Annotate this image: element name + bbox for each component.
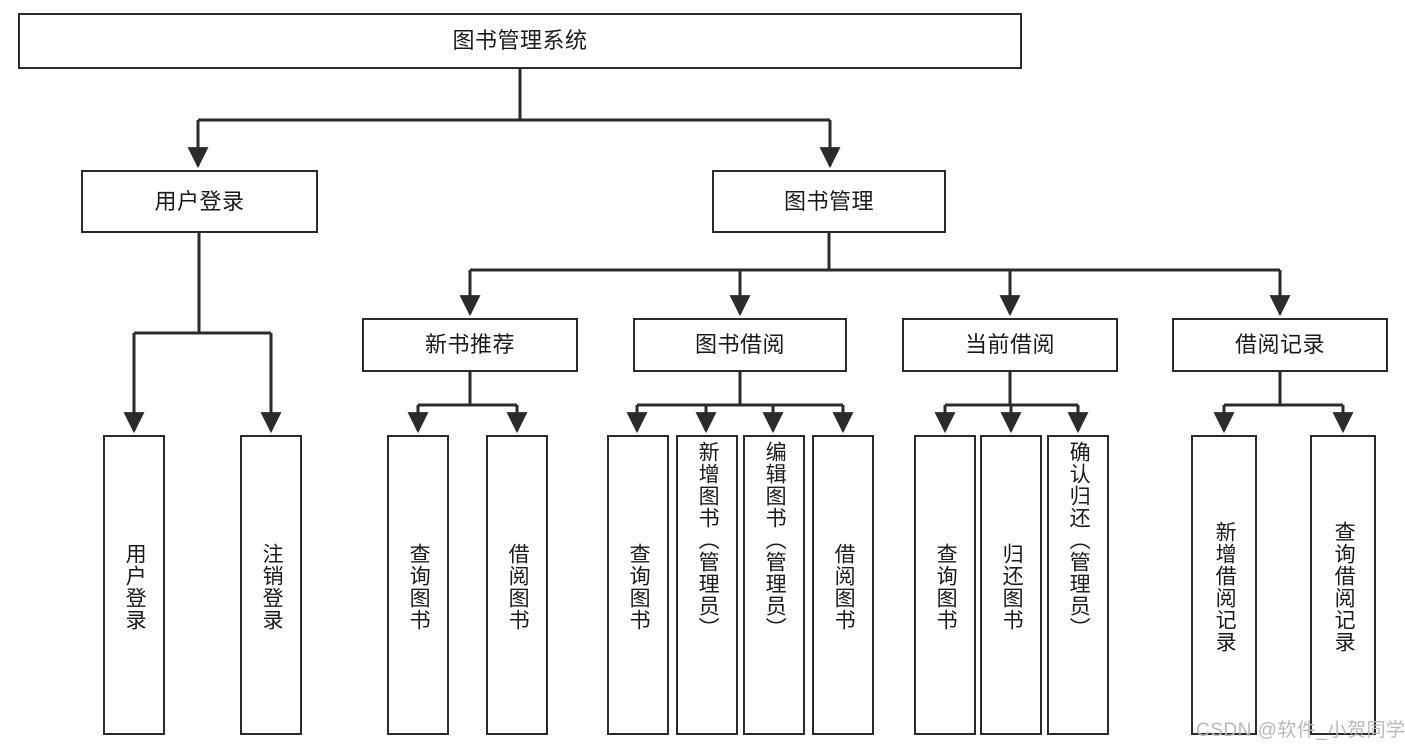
node-leaf-confirm-return-admin[interactable]: 确认归还（管理员） [1047,435,1109,735]
node-user-login[interactable]: 用户登录 [81,170,318,233]
node-leaf-borrow-book-2[interactable]: 借阅图书 [812,435,874,735]
node-borrow-record[interactable]: 借阅记录 [1172,318,1388,372]
node-user-login-label: 用户登录 [154,188,245,214]
node-leaf-logout-label: 注销登录 [260,543,284,631]
node-leaf-return-book-label: 归还图书 [1000,543,1024,631]
node-new-book-recommend-label: 新书推荐 [424,332,515,358]
node-leaf-query-borrow-record[interactable]: 查询借阅记录 [1310,435,1376,735]
node-book-management[interactable]: 图书管理 [712,170,946,233]
node-leaf-add-book-admin[interactable]: 新增图书（管理员） [676,435,738,735]
node-leaf-query-book-1-label: 查询图书 [407,543,431,631]
node-leaf-user-login[interactable]: 用户登录 [103,435,165,735]
node-leaf-borrow-book-1[interactable]: 借阅图书 [486,435,548,735]
node-leaf-query-book-2-label: 查询图书 [627,543,651,631]
node-current-borrow-label: 当前借阅 [964,332,1055,358]
node-leaf-borrow-book-1-label: 借阅图书 [506,543,530,631]
csdn-watermark: CSDN @软件_小贺同学 [1196,720,1405,741]
node-leaf-borrow-book-2-label: 借阅图书 [832,543,856,631]
node-leaf-add-borrow-record[interactable]: 新增借阅记录 [1191,435,1257,735]
node-leaf-logout[interactable]: 注销登录 [240,435,302,735]
node-leaf-add-borrow-record-label: 新增借阅记录 [1213,521,1237,653]
node-leaf-query-book-3-label: 查询图书 [934,543,958,631]
node-leaf-user-login-label: 用户登录 [123,543,147,631]
node-leaf-query-borrow-record-label: 查询借阅记录 [1332,521,1356,653]
node-leaf-add-book-admin-label: 新增图书（管理员） [696,441,720,639]
node-root-label: 图书管理系统 [452,28,588,54]
node-leaf-edit-book-admin-label: 编辑图书（管理员） [763,441,787,639]
node-book-borrow-label: 图书借阅 [694,332,785,358]
node-leaf-query-book-3[interactable]: 查询图书 [914,435,976,735]
node-leaf-query-book-2[interactable]: 查询图书 [607,435,669,735]
node-book-borrow[interactable]: 图书借阅 [633,318,847,372]
node-leaf-query-book-1[interactable]: 查询图书 [387,435,449,735]
node-leaf-return-book[interactable]: 归还图书 [980,435,1042,735]
node-book-management-label: 图书管理 [783,188,874,214]
node-new-book-recommend[interactable]: 新书推荐 [362,318,578,372]
node-borrow-record-label: 借阅记录 [1234,332,1325,358]
node-leaf-edit-book-admin[interactable]: 编辑图书（管理员） [743,435,805,735]
node-current-borrow[interactable]: 当前借阅 [902,318,1118,372]
node-root[interactable]: 图书管理系统 [18,13,1022,69]
node-leaf-confirm-return-admin-label: 确认归还（管理员） [1067,441,1091,639]
